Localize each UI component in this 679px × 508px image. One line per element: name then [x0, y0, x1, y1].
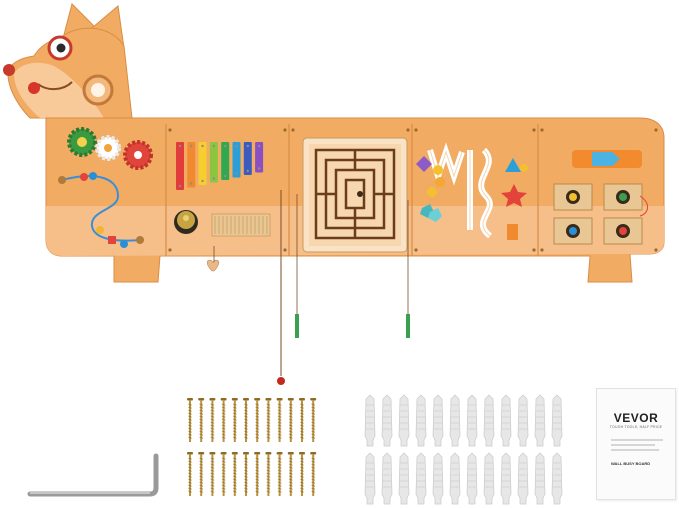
wall-anchor: [517, 452, 529, 505]
screw: [287, 398, 294, 442]
dog-face-patch: [14, 62, 104, 118]
wall-anchor: [534, 394, 546, 447]
bell: [174, 210, 198, 234]
screw: [243, 452, 249, 496]
wall-anchor: [398, 452, 410, 505]
xylophone-bar: [176, 142, 184, 190]
wall-anchor: [364, 452, 376, 505]
xylophone-bar: [232, 142, 241, 178]
screw: [254, 398, 261, 442]
manual-text-line: [611, 444, 655, 446]
bead-maze: [58, 172, 144, 248]
screw: [198, 398, 205, 442]
screw: [220, 398, 227, 442]
manual-brand: VEVOR: [613, 411, 659, 425]
wall-anchor: [449, 394, 461, 447]
xylophone-bar: [209, 142, 218, 183]
board-screws: [168, 128, 658, 252]
wall-anchor: [381, 394, 393, 447]
heart-tag: [206, 259, 220, 272]
wall-anchor: [415, 394, 427, 447]
manual-text-line: [611, 439, 663, 441]
screw: [220, 452, 227, 496]
screw: [299, 452, 305, 496]
wall-anchor: [466, 452, 478, 505]
screw: [287, 452, 294, 496]
xylophone-bar: [198, 142, 207, 185]
hex-wrench: [27, 453, 159, 497]
screw: [231, 398, 238, 442]
screw: [209, 452, 216, 496]
screw: [243, 398, 249, 442]
screw: [187, 398, 193, 442]
screw: [254, 452, 261, 496]
wall-anchor: [381, 452, 393, 505]
screw: [265, 398, 272, 442]
shape-panel: [416, 142, 528, 240]
wall-anchor: [517, 394, 529, 447]
gear-panel: [67, 127, 153, 170]
dog-ring-hole: [91, 83, 105, 97]
box-panel: [553, 150, 648, 245]
screw: [198, 452, 205, 496]
screw: [310, 398, 317, 442]
wall-anchor: [500, 452, 512, 505]
screw: [209, 398, 216, 442]
dog-pupil: [56, 43, 66, 53]
screw: [231, 452, 238, 496]
instruction-manual: VEVOR TOUGH TOOLS, HALF PRICE WALL BUSY …: [596, 388, 676, 500]
wooden-comb: [211, 213, 271, 237]
maze-panel: [302, 137, 408, 253]
manual-tagline: TOUGH TOOLS, HALF PRICE: [609, 425, 663, 429]
dog-nose: [3, 64, 15, 76]
wall-anchor: [551, 452, 563, 505]
xylophone-bar: [221, 142, 230, 180]
screw: [187, 452, 193, 496]
wall-anchor: [364, 394, 376, 447]
wall-anchor: [534, 452, 546, 505]
hanging-sticks: [277, 190, 410, 385]
xylophone-bar: [187, 142, 196, 188]
wall-anchor: [500, 394, 512, 447]
manual-title: WALL BUSY BOARD: [611, 461, 651, 466]
wall-anchor: [449, 452, 461, 505]
screw: [265, 452, 272, 496]
xylophone-bar: [255, 142, 264, 173]
xylophone-bar: [243, 142, 252, 175]
manual-text-line: [611, 449, 659, 451]
dog-mouth: [37, 81, 73, 90]
screw: [310, 452, 317, 496]
wall-anchor: [466, 394, 478, 447]
xylophone: [176, 142, 264, 190]
wall-anchor: [551, 394, 563, 447]
wall-anchor: [432, 452, 444, 505]
screw: [299, 398, 305, 442]
anchors-group: [364, 394, 563, 505]
wall-anchor: [483, 394, 495, 447]
wall-anchor: [415, 452, 427, 505]
screw: [276, 398, 283, 442]
screw: [276, 452, 283, 496]
wall-anchor: [483, 452, 495, 505]
screws-group: [187, 398, 317, 496]
dog-cheek: [28, 82, 40, 94]
busy-board: [3, 3, 665, 385]
wall-anchor: [432, 394, 444, 447]
wall-anchor: [398, 394, 410, 447]
